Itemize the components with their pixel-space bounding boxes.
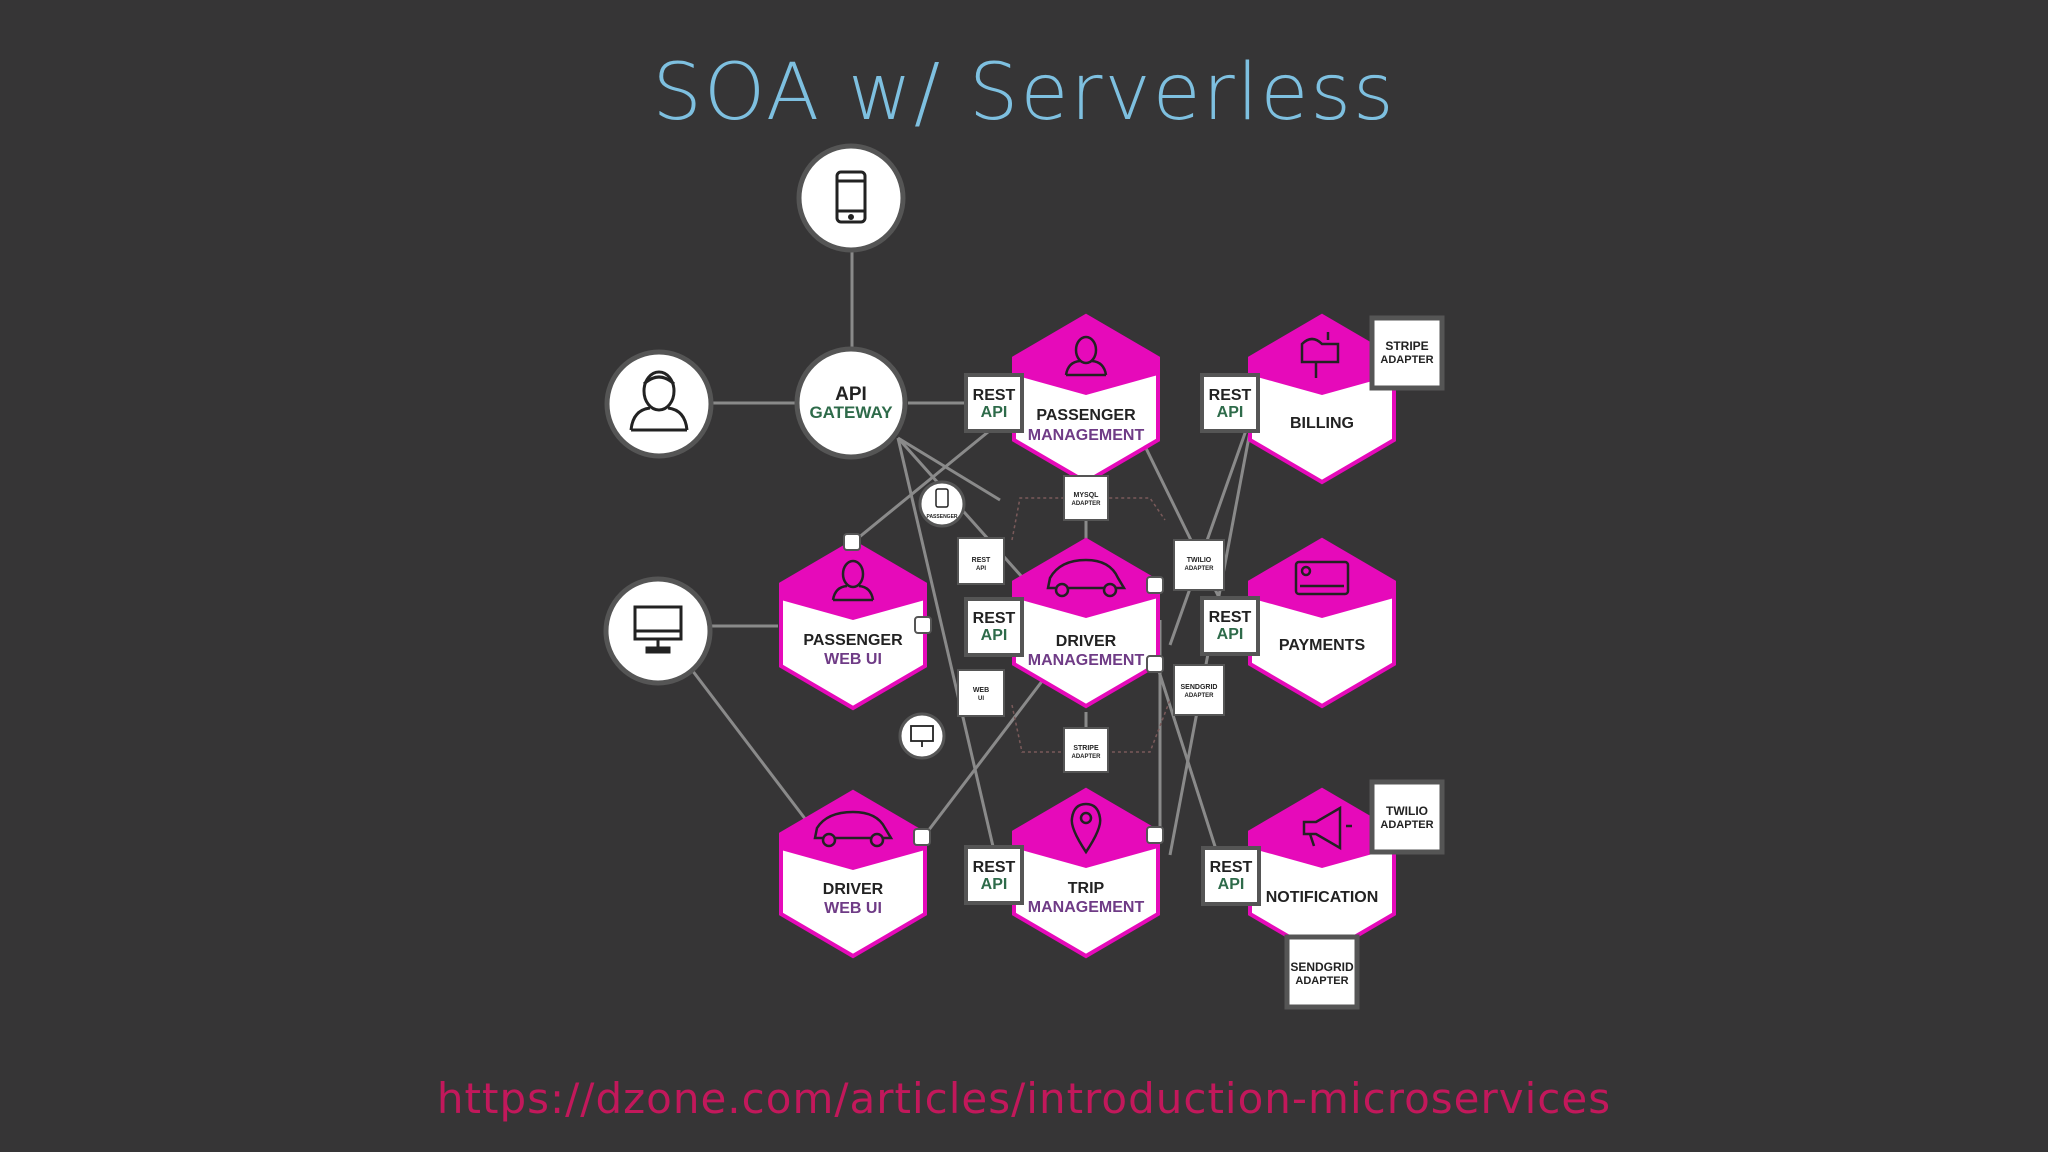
desktop-monitor-icon xyxy=(910,725,934,747)
slide-title: SOA w/ Serverless xyxy=(652,48,1396,138)
passenger-management-label-line2: MANAGEMENT xyxy=(1028,427,1145,444)
desktop-client xyxy=(603,576,713,686)
mysql-adapter: MYSQL ADAPTER xyxy=(1063,475,1109,521)
rest-api-label-line2: API xyxy=(1218,876,1245,893)
small-sendgrid-adapter: SENDGRID ADAPTER xyxy=(1173,664,1225,716)
small-stripe-line1: STRIPE xyxy=(1073,745,1099,752)
location-pin-icon xyxy=(1070,802,1102,855)
passenger-web-ui-service: PASSENGER WEB UI xyxy=(779,539,927,711)
desktop-monitor-icon xyxy=(633,605,683,654)
rest-api-label-line2: API xyxy=(1217,404,1244,421)
rest-api-label-line2: API xyxy=(981,627,1008,644)
gateway-label-line1: API xyxy=(835,384,867,405)
passenger-mini-label: PASSENGER xyxy=(926,514,957,520)
driver-management-service: DRIVER MANAGEMENT xyxy=(1012,537,1160,709)
car-icon xyxy=(1046,558,1127,598)
rest-api-label-line2: API xyxy=(981,876,1008,893)
user-icon xyxy=(831,559,875,602)
payments-label: PAYMENTS xyxy=(1279,637,1366,654)
rest-api-label-line1: REST xyxy=(1209,387,1252,404)
stripe-adapter-line1: STRIPE xyxy=(1385,339,1428,353)
payments-service: PAYMENTS xyxy=(1248,537,1396,709)
user-icon xyxy=(1064,335,1108,377)
megaphone-icon xyxy=(1302,805,1352,851)
port-handle xyxy=(913,828,931,846)
twilio-adapter-line2: ADAPTER xyxy=(1380,819,1433,831)
small-twilio-line2: ADAPTER xyxy=(1184,566,1214,572)
mobile-phone-icon xyxy=(835,170,867,224)
passenger-mini-node: PASSENGER xyxy=(918,480,966,528)
rest-api-trip-management: REST API xyxy=(964,845,1024,905)
api-gateway: API GATEWAY xyxy=(794,346,908,460)
rest-api-passenger-management: REST API xyxy=(964,373,1024,433)
port-handle xyxy=(1146,655,1164,673)
gateway-label-line2: GATEWAY xyxy=(809,403,893,422)
small-rest-line2: API xyxy=(976,566,986,572)
rest-api-label-line2: API xyxy=(981,404,1008,421)
passenger-web-ui-label-line2: WEB UI xyxy=(824,651,882,668)
mailbox-icon xyxy=(1300,332,1340,378)
driver-web-ui-label-line2: WEB UI xyxy=(824,900,882,917)
source-link[interactable]: https://dzone.com/articles/introduction-… xyxy=(436,1074,1612,1123)
small-rest-line1: REST xyxy=(972,557,991,564)
rest-api-label-line1: REST xyxy=(1209,609,1252,626)
rest-api-label-line1: REST xyxy=(973,610,1016,627)
rest-api-payments: REST API xyxy=(1200,596,1260,656)
sendgrid-adapter-line1: SENDGRID xyxy=(1290,960,1354,974)
mobile-phone-icon xyxy=(935,488,949,508)
rest-api-label-line2: API xyxy=(1217,626,1244,643)
small-rest-api: REST API xyxy=(957,537,1005,585)
mobile-client xyxy=(796,143,906,253)
driver-management-label-line2: MANAGEMENT xyxy=(1028,652,1145,669)
trip-management-service: TRIP MANAGEMENT xyxy=(1012,787,1160,959)
twilio-adapter: TWILIO ADAPTER xyxy=(1369,779,1445,855)
driver-management-label-line1: DRIVER xyxy=(1056,633,1117,650)
small-sendgrid-line1: SENDGRID xyxy=(1181,684,1218,691)
mysql-adapter-line1: MYSQL xyxy=(1074,492,1100,499)
billing-label: BILLING xyxy=(1290,415,1354,432)
small-stripe-line2: ADAPTER xyxy=(1071,754,1101,760)
sendgrid-adapter: SENDGRID ADAPTER xyxy=(1284,934,1360,1010)
rest-api-driver-management: REST API xyxy=(964,597,1024,657)
credit-card-icon xyxy=(1294,560,1350,596)
passenger-management-label-line1: PASSENGER xyxy=(1036,407,1136,424)
user-client xyxy=(604,349,714,459)
small-twilio-line1: TWILIO xyxy=(1187,557,1212,564)
trip-management-label-line1: TRIP xyxy=(1068,880,1105,897)
rest-api-label-line1: REST xyxy=(973,859,1016,876)
rest-api-billing: REST API xyxy=(1200,373,1260,433)
small-sendgrid-line2: ADAPTER xyxy=(1184,693,1214,699)
car-icon xyxy=(813,810,894,848)
sendgrid-adapter-line2: ADAPTER xyxy=(1295,975,1348,987)
user-icon xyxy=(629,370,689,432)
small-web-ui: WEB UI xyxy=(957,669,1005,717)
desktop-mini-node xyxy=(898,712,946,760)
notification-service: NOTIFICATION xyxy=(1248,787,1396,959)
port-handle xyxy=(914,616,932,634)
rest-api-label-line1: REST xyxy=(973,387,1016,404)
small-web-line2: UI xyxy=(978,696,984,702)
port-handle xyxy=(1146,826,1164,844)
passenger-web-ui-label-line1: PASSENGER xyxy=(803,632,903,649)
small-twilio-adapter: TWILIO ADAPTER xyxy=(1173,539,1225,591)
trip-management-label-line2: MANAGEMENT xyxy=(1028,899,1145,916)
mysql-adapter-line2: ADAPTER xyxy=(1071,501,1101,507)
notification-label: NOTIFICATION xyxy=(1266,889,1379,906)
stripe-adapter-line2: ADAPTER xyxy=(1380,354,1433,366)
rest-api-notification: REST API xyxy=(1201,846,1261,906)
port-handle xyxy=(843,533,861,551)
rest-api-label-line1: REST xyxy=(1210,859,1253,876)
small-web-line1: WEB xyxy=(973,687,989,694)
driver-web-ui-label-line1: DRIVER xyxy=(823,881,884,898)
billing-service: BILLING xyxy=(1248,313,1396,485)
dotted-links xyxy=(1011,497,1171,753)
small-stripe-adapter: STRIPE ADAPTER xyxy=(1063,727,1109,773)
stripe-adapter: STRIPE ADAPTER xyxy=(1369,315,1445,391)
driver-web-ui-service: DRIVER WEB UI xyxy=(779,789,927,959)
passenger-management-service: PASSENGER MANAGEMENT xyxy=(1012,313,1160,485)
twilio-adapter-line1: TWILIO xyxy=(1386,804,1428,818)
port-handle xyxy=(1146,576,1164,594)
